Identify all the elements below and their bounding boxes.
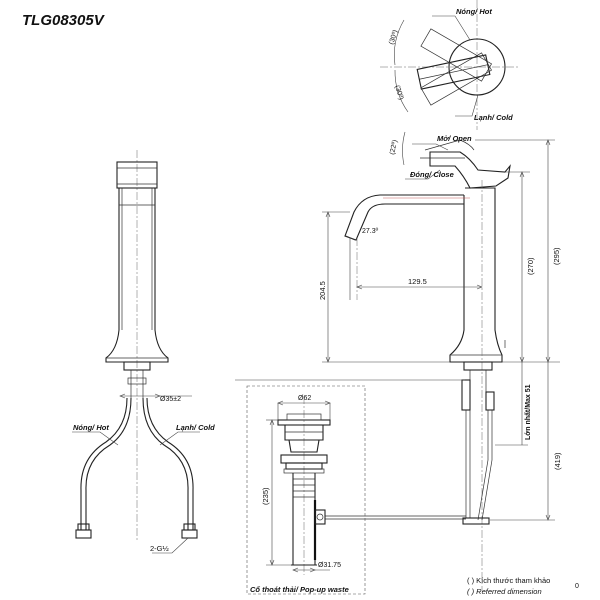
top-view: Nóng/ Hot Lạnh/ Cold (30º) (30º): [380, 0, 520, 130]
popup-waste-detail: Ø62 (235) Ø31.75 C: [246, 385, 366, 595]
notes: ( ) Kích thước tham khảo ( ) Referred di…: [467, 576, 579, 596]
top-cold-label: Lạnh/ Cold: [474, 113, 513, 122]
waste-title: Cổ thoát thải/ Pop-up waste: [250, 585, 349, 594]
spout-angle: 27.3º: [362, 228, 379, 235]
dim-295: (295): [552, 247, 561, 265]
ref-note-en: ( ) Referred dimension: [467, 587, 542, 596]
side-view: (22º) Mở/ Open Đóng/ Close 27.3º 129.5 2…: [235, 131, 562, 590]
open-label: Mở/ Open: [437, 134, 472, 143]
max-thickness: Lớn nhất/Max 51: [524, 384, 532, 440]
close-label: Đóng/ Close: [410, 170, 454, 179]
model-code: TLG08305V: [22, 12, 106, 29]
dim-270: (270): [526, 257, 535, 275]
front-view: Ø35±2 Nóng/ Hot Lạnh/ Cold 2-G½: [72, 150, 215, 554]
spout-reach: 129.5: [408, 277, 427, 286]
page-mark: 0: [575, 583, 579, 590]
thread-label: 2-G½: [150, 544, 170, 553]
waste-length: (235): [261, 487, 270, 505]
ref-note-vi: ( ) Kích thước tham khảo: [467, 576, 550, 585]
top-angle-upper: (30º): [388, 29, 399, 45]
front-cold-label: Lạnh/ Cold: [176, 423, 215, 432]
top-angle-lower: (30º): [393, 84, 404, 100]
lever-angle: (22º): [389, 139, 399, 155]
waste-top-dia: Ø62: [298, 395, 311, 402]
dim-419: (419): [553, 452, 562, 470]
top-hot-label: Nóng/ Hot: [456, 7, 492, 16]
waste-body-dia: Ø31.75: [318, 562, 341, 569]
front-hot-label: Nóng/ Hot: [73, 423, 109, 432]
base-dia: Ø35±2: [160, 396, 181, 403]
spout-height: 204.5: [318, 281, 327, 300]
